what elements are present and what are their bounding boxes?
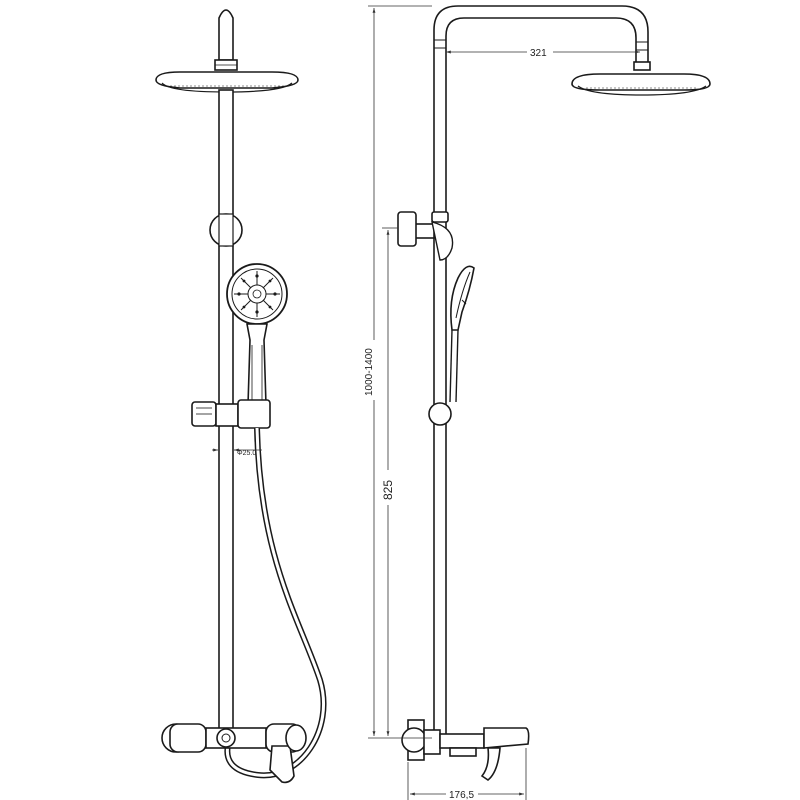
side-hand-shower	[449, 265, 475, 403]
front-slide-holder	[191, 399, 271, 429]
dimension-label-mixer-projection: 176,5	[449, 790, 474, 800]
side-upper-bracket	[397, 211, 454, 261]
front-rain-shower-head	[155, 71, 299, 93]
dimension-label-slider-height: 825	[381, 480, 395, 500]
front-mixer-lever	[269, 745, 295, 784]
side-wall-mixer	[401, 719, 530, 781]
front-hand-shower	[226, 263, 288, 406]
side-riser-and-arm-outer	[433, 5, 649, 738]
side-view	[397, 5, 711, 781]
front-view: Φ25.0	[155, 9, 327, 784]
dimension-label-head-reach: 321	[530, 48, 547, 59]
dimension-lines	[368, 5, 640, 800]
side-mixer-lever	[480, 747, 501, 781]
front-gooseneck	[218, 9, 234, 61]
front-wall-mixer	[161, 723, 307, 784]
side-slide-knob	[428, 402, 452, 426]
front-diameter-label: Φ25.0	[237, 450, 256, 457]
side-riser-and-arm-inner	[445, 17, 637, 738]
dimension-label-column-height: 1000-1400	[364, 348, 375, 396]
side-rain-shower-head	[571, 61, 711, 96]
